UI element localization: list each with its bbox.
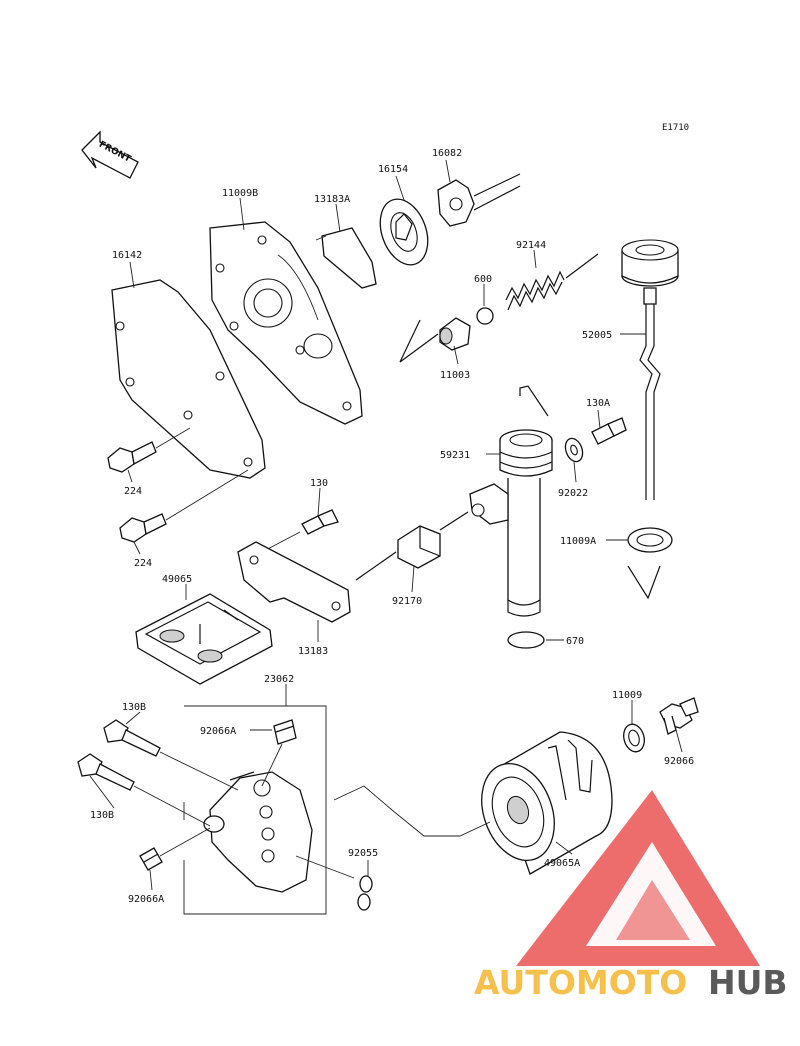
watermark-text-auto-moto: AUTOMOTO [474,963,687,1002]
part-label-670: 670 [566,636,584,647]
part-label-92066A-upper: 92066A [200,726,236,737]
plate-13183 [237,541,351,623]
o-ring-92055 [295,855,373,911]
part-label-11003: 11003 [440,370,470,381]
plug-92066 [659,697,699,735]
plug-92066A-lower [139,827,211,871]
part-label-23062: 23062 [264,674,294,685]
plate-13183A [315,227,377,289]
part-label-16142: 16142 [112,250,142,261]
diagram-id: E1710 [662,123,689,133]
rotor-16154 [379,198,429,266]
part-label-224-upper: 224 [124,486,142,497]
bolt-130 [261,509,339,553]
part-label-11009A: 11009A [560,536,596,547]
clamp-92170 [355,511,469,581]
part-labels: 16142 11009B 13183A 16154 16082 92144 60… [90,148,694,905]
part-label-16082: 16082 [432,148,462,159]
leader-lines [89,159,683,891]
spring-92144 [505,253,599,311]
gasket-plate-11009B [209,221,363,425]
part-label-13183: 13183 [298,646,328,657]
plunger-11003 [399,317,471,363]
part-label-16154: 16154 [378,164,408,175]
part-label-52005: 52005 [582,330,612,341]
part-label-49065A: 49065A [544,858,580,869]
bolt-224-lower [119,469,249,543]
filter-housing-group-23062 [183,705,327,915]
part-label-11009: 11009 [612,690,642,701]
ball-600 [476,307,494,325]
part-label-92055: 92055 [348,848,378,859]
strainer-49065 [135,593,273,685]
pipe-59231 [469,385,553,617]
part-label-92066A-lower: 92066A [128,894,164,905]
part-label-11009B: 11009B [222,188,258,199]
dipstick-52005 [621,239,679,500]
plug-92066A-upper [261,719,297,787]
part-label-130: 130 [310,478,328,489]
o-ring-670 [507,631,545,649]
part-label-130B-lower: 130B [90,810,114,821]
part-label-92170: 92170 [392,596,422,607]
part-label-92066: 92066 [664,756,694,767]
part-label-130B-upper: 130B [122,702,146,713]
part-label-49065: 49065 [162,574,192,585]
bolt-130B-upper [103,719,239,791]
inner-rotor-16082 [437,173,521,227]
front-arrow-icon: FRONT [81,130,139,179]
bolt-224-upper [107,427,191,473]
oil-filter-49065A [333,731,613,875]
part-label-600: 600 [474,274,492,285]
washer-11009 [623,723,645,753]
washer-92022 [564,437,584,463]
watermark-text-hub: HUB [708,963,788,1002]
part-label-59231: 59231 [440,450,470,461]
gasket-16142 [111,279,266,479]
part-label-13183A: 13183A [314,194,350,205]
washer-11009A [627,527,673,600]
bolt-130A [591,417,627,445]
part-label-130A: 130A [586,398,610,409]
part-label-224-lower: 224 [134,558,152,569]
part-label-92144: 92144 [516,240,546,251]
bolt-130B-lower [77,753,211,827]
part-label-92022: 92022 [558,488,588,499]
watermark-logo: AUTOMOTO HUB [474,790,788,1002]
